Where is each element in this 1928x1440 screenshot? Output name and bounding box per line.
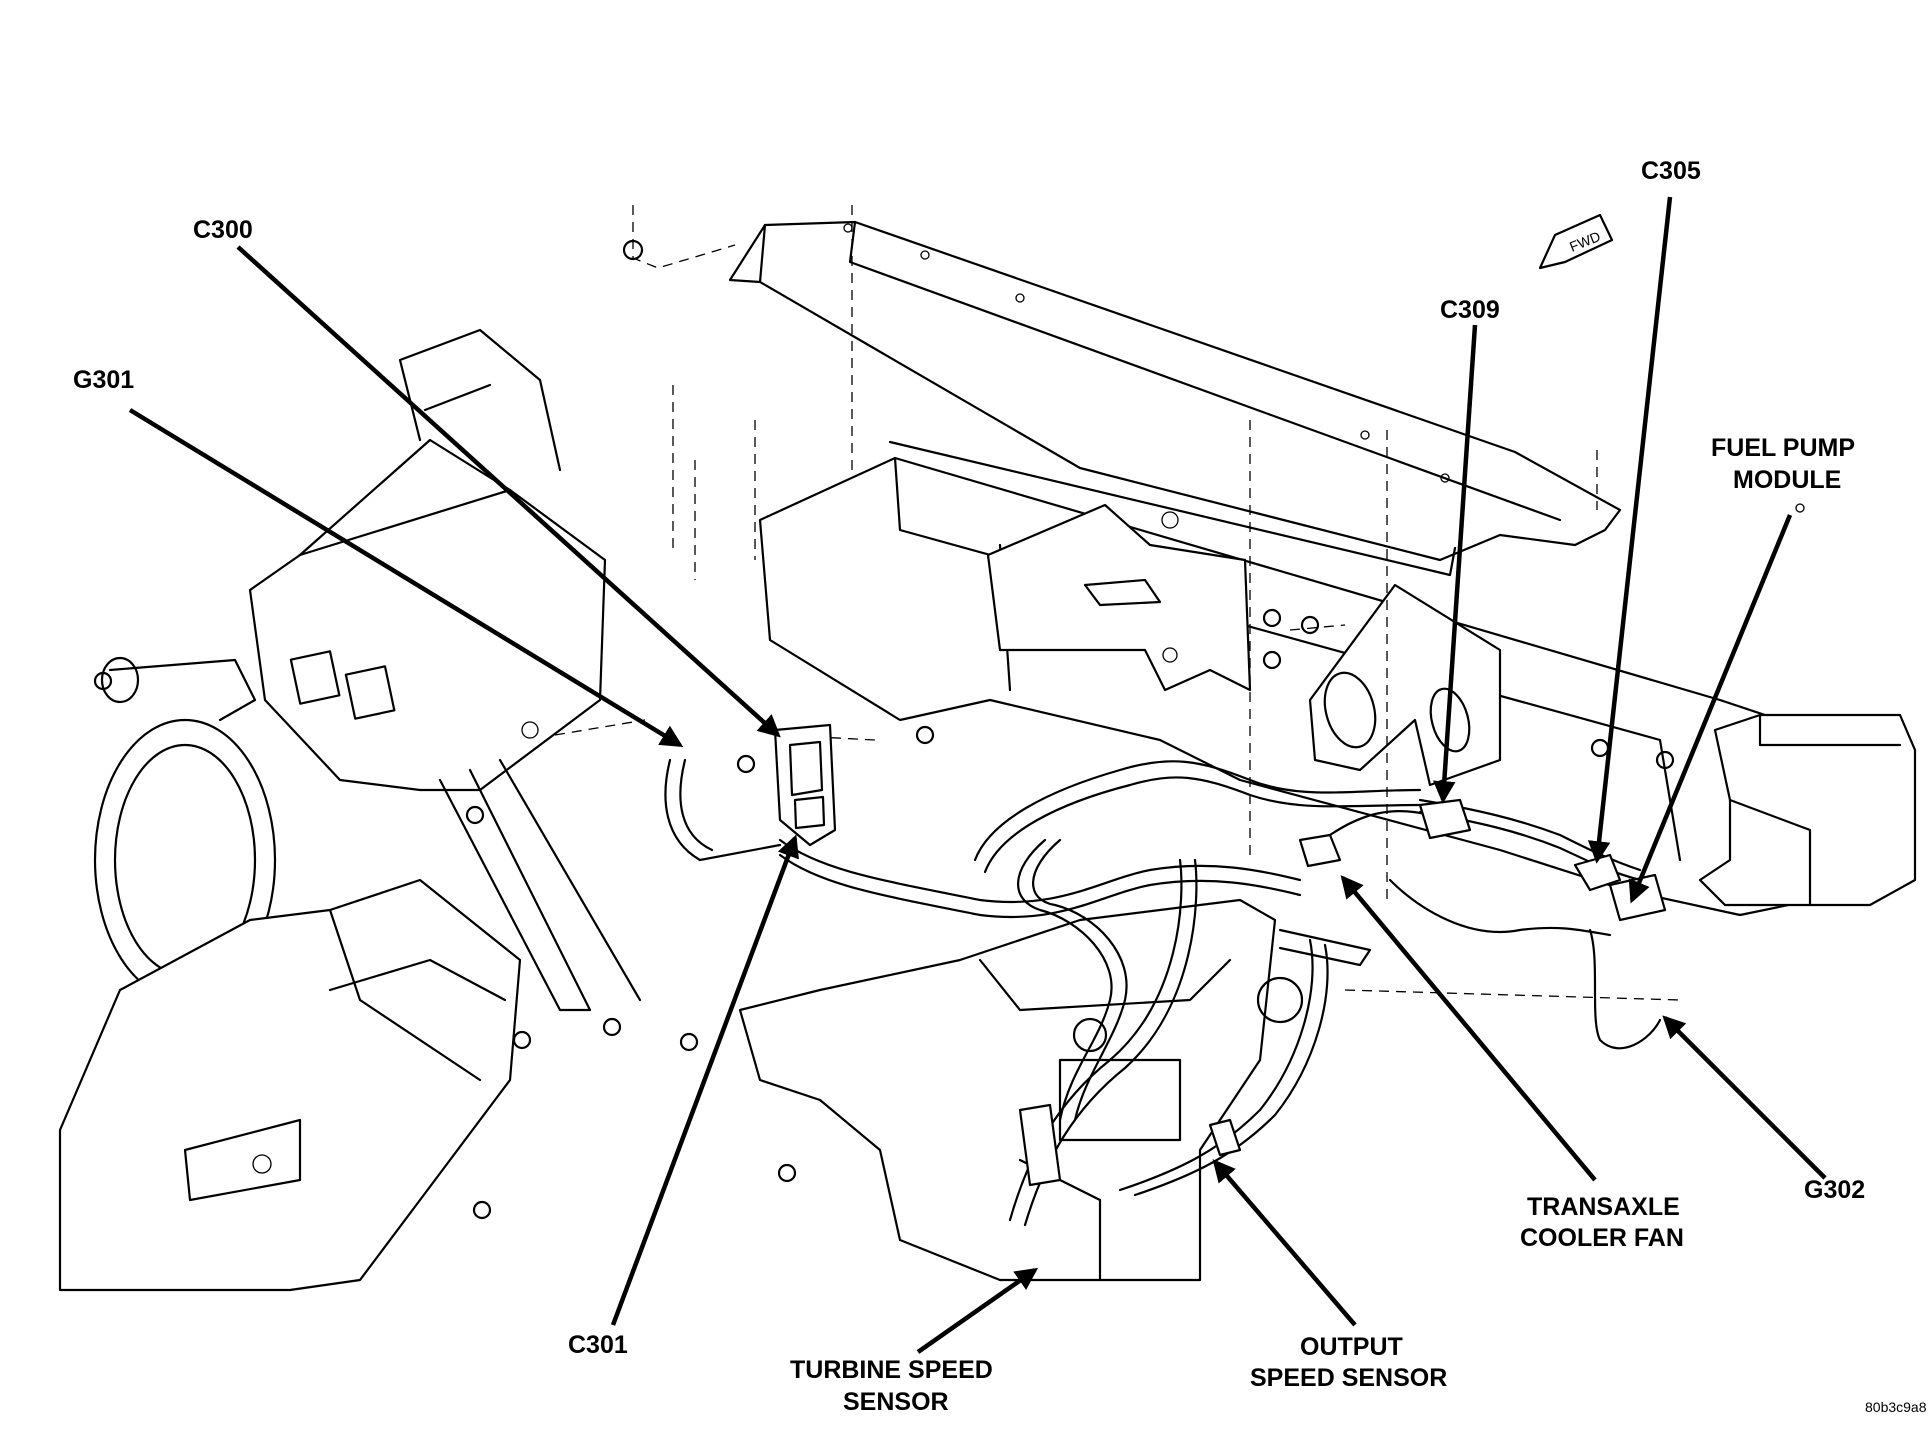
leader-g302 (1662, 1015, 1827, 1180)
leader-output-speed-sensor (1212, 1159, 1357, 1327)
label-transaxle-line2: COOLER FAN (1520, 1224, 1684, 1252)
label-output-line1: OUTPUT (1300, 1333, 1403, 1361)
leader-fuel-pump-module (1628, 514, 1793, 904)
transmission-housing (58, 878, 522, 1292)
leader-c305 (1587, 196, 1673, 864)
crossmember-rail (728, 220, 1805, 577)
air-box (248, 328, 607, 792)
bolts (93, 239, 1675, 1220)
right-end-box (1698, 713, 1917, 907)
connector-bodies (773, 723, 1667, 1187)
leader-g301 (128, 408, 684, 747)
leader-c309 (1433, 324, 1478, 804)
label-turbine-line2: SENSOR (843, 1388, 949, 1416)
figure-code: 80b3c9a8 (1865, 1399, 1927, 1415)
wiring-harness (664, 758, 1662, 1227)
leader-lines (128, 196, 1827, 1354)
leader-c301 (610, 834, 799, 1326)
label-c305: C305 (1641, 157, 1701, 185)
label-g302: G302 (1804, 1176, 1865, 1204)
label-c309: C309 (1440, 296, 1500, 324)
label-c301: C301 (568, 1331, 628, 1359)
engine-block (738, 898, 1304, 1282)
label-g301: G301 (73, 366, 134, 394)
label-turbine-line1: TURBINE SPEED (790, 1356, 993, 1384)
label-output-line2: SPEED SENSOR (1250, 1364, 1447, 1392)
label-c300: C300 (193, 216, 253, 244)
leader-transaxle-cooler-fan (1340, 875, 1597, 1182)
rail-bracket (986, 503, 1252, 692)
callout-labels: C300 G301 C305 C309 FUEL PUMP MODULE TRA… (73, 157, 1927, 1416)
leader-c300 (236, 245, 781, 738)
label-transaxle-line1: TRANSAXLE (1527, 1193, 1680, 1221)
leader-turbine-speed-sensor (916, 1267, 1039, 1354)
assembly-guides (554, 205, 1681, 1001)
label-fuel-pump-line2: MODULE (1733, 466, 1841, 494)
label-fuel-pump-line1: FUEL PUMP (1711, 434, 1855, 462)
engine-compartment-artwork: FWD (58, 205, 1917, 1292)
fwd-indicator: FWD (1538, 213, 1614, 270)
